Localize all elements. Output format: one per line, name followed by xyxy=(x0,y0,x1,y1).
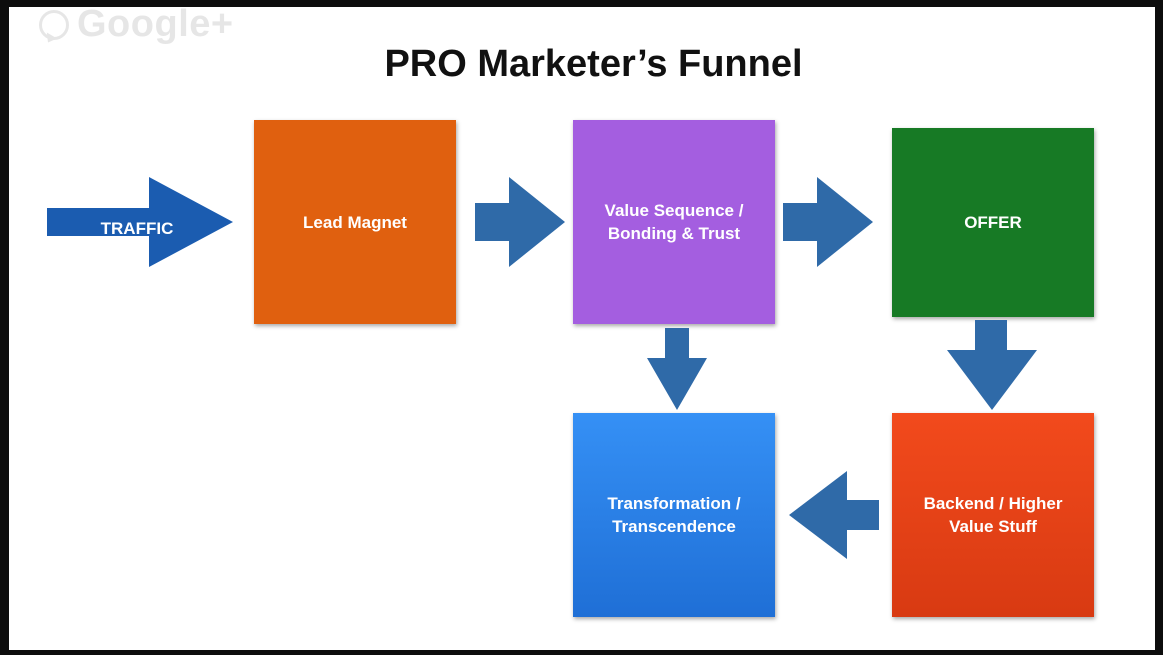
transformation-box: Transformation / Transcendence xyxy=(573,413,775,617)
arrow-backend-to-transformation xyxy=(789,471,879,559)
backend-label-line2: Value Stuff xyxy=(949,517,1037,536)
lead-magnet-label: Lead Magnet xyxy=(303,212,407,232)
backend-box: Backend / Higher Value Stuff xyxy=(892,413,1094,617)
hangouts-icon xyxy=(39,9,69,40)
arrow-value-to-offer xyxy=(783,177,873,267)
value-sequence-box: Value Sequence / Bonding & Trust xyxy=(573,120,775,324)
value-sequence-label-line1: Value Sequence / xyxy=(604,201,744,220)
slide-title: PRO Marketer’s Funnel xyxy=(384,43,803,85)
offer-label: OFFER xyxy=(964,213,1022,232)
arrow-lead-to-value-shape xyxy=(475,177,565,267)
google-plus-watermark: Google+ xyxy=(39,3,234,46)
arrow-value-to-offer-shape xyxy=(783,177,873,267)
value-sequence-label-line2: Bonding & Trust xyxy=(607,224,741,243)
backend-label-line1: Backend / Higher xyxy=(923,494,1063,513)
lead-magnet-box: Lead Magnet xyxy=(254,120,456,324)
arrow-backend-to-transformation-shape xyxy=(789,471,879,559)
arrow-offer-to-backend-shape xyxy=(947,320,1037,410)
arrow-lead-to-value xyxy=(475,177,565,267)
transformation-label-line1: Transformation / xyxy=(607,494,741,513)
slide: Google+ PRO Marketer’s Funnel TRAFFIC Le… xyxy=(9,3,1155,650)
offer-box: OFFER xyxy=(892,128,1094,317)
watermark-text: Google+ xyxy=(77,3,234,45)
arrow-offer-to-backend xyxy=(947,320,1037,410)
transformation-label-line2: Transcendence xyxy=(612,517,736,536)
traffic-arrow xyxy=(47,177,233,267)
traffic-arrow-shape xyxy=(47,177,233,267)
arrow-value-to-transformation-shape xyxy=(647,328,707,410)
traffic-label: TRAFFIC xyxy=(100,219,174,238)
arrow-value-to-transformation xyxy=(647,328,707,410)
